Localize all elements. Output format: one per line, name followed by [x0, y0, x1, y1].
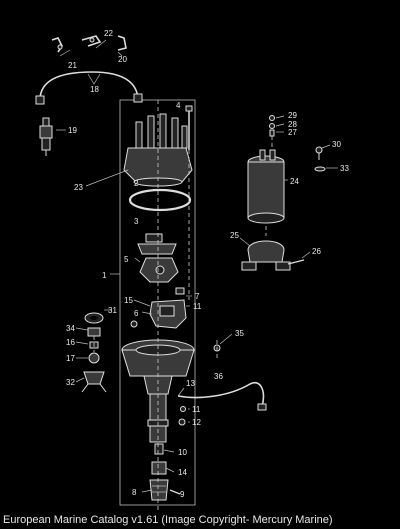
callout-20: 20 — [118, 55, 127, 64]
callout-29: 29 — [288, 111, 297, 120]
copyright-caption: European Marine Catalog v1.61 (Image Cop… — [3, 514, 333, 526]
wire-clips — [51, 35, 127, 53]
spark-plug — [39, 117, 53, 156]
callout-21: 21 — [68, 61, 77, 70]
callout-19: 19 — [68, 126, 77, 135]
callout-17: 17 — [66, 354, 75, 363]
callout-6: 6 — [134, 309, 139, 318]
callout-32: 32 — [66, 378, 75, 387]
callout-22: 22 — [104, 29, 113, 38]
callout-5: 5 — [124, 255, 129, 264]
callout-14: 14 — [178, 468, 187, 477]
callout-28: 28 — [288, 120, 297, 129]
callout-3: 3 — [134, 217, 139, 226]
callout-8: 8 — [132, 488, 137, 497]
callout-10: 10 — [178, 448, 187, 457]
callout-2: 2 — [134, 179, 139, 188]
coil-bracket — [241, 240, 305, 271]
callout-9: 9 — [180, 490, 185, 499]
spark-plug-wire — [39, 71, 139, 101]
ignition-coil — [247, 115, 326, 224]
callout-12: 12 — [192, 418, 201, 427]
callout-25: 25 — [230, 231, 239, 240]
callout-18: 18 — [90, 85, 99, 94]
callout-15: 15 — [124, 296, 133, 305]
distributor-housing — [121, 339, 195, 443]
callout-34: 34 — [66, 324, 75, 333]
callout-16: 16 — [66, 338, 75, 347]
assembly-outline — [119, 99, 196, 506]
callout-13: 13 — [186, 379, 195, 388]
callout-11a: 11 — [193, 302, 202, 311]
callout-23: 23 — [74, 183, 83, 192]
callout-33: 33 — [340, 164, 349, 173]
callout-31: 31 — [108, 306, 117, 315]
callout-4: 4 — [176, 101, 181, 110]
callout-30: 30 — [332, 140, 341, 149]
callout-26: 26 — [312, 247, 321, 256]
rotor-assembly — [137, 233, 179, 283]
left-hardware — [81, 312, 107, 393]
callout-24: 24 — [290, 177, 299, 186]
callout-27: 27 — [288, 128, 297, 137]
callout-11b: 11 — [192, 405, 201, 414]
sensor-wire — [177, 381, 265, 407]
cap-gasket — [128, 188, 192, 212]
callout-35: 35 — [235, 329, 244, 338]
drive-gear — [149, 443, 181, 501]
callout-36: 36 — [214, 372, 223, 381]
exploded-parts-diagram: 1 2 3 4 5 6 7 8 9 10 11 11 12 13 14 15 1… — [35, 29, 349, 510]
ignition-module — [130, 287, 187, 329]
callout-1: 1 — [102, 271, 107, 280]
callout-7: 7 — [195, 292, 200, 301]
